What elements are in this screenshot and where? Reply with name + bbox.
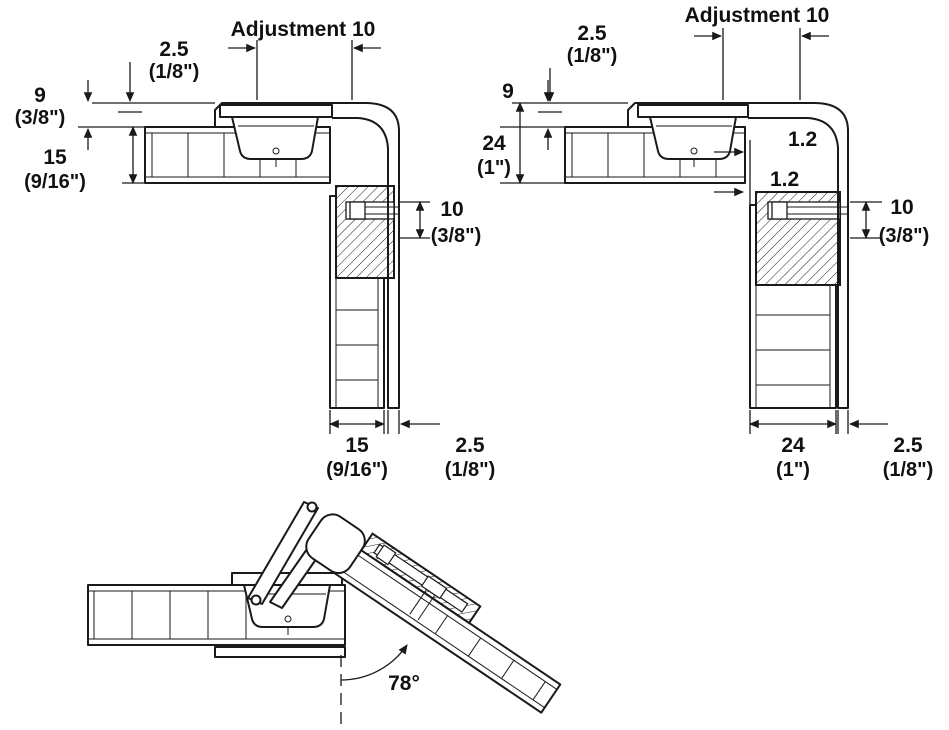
mounting-plate [359,532,482,625]
door-edge-cap [305,513,366,574]
dim-plate-offset-unit: (3/8") [879,225,930,247]
hinge-cup [637,104,749,167]
dim-gap-top-unit: (1/8") [567,45,618,67]
dim-reveal-top-value: 1.2 [788,128,817,151]
dim-overlay: 9 [500,80,565,150]
dim-gap-top: 2.5 (1/8") [92,38,215,113]
dim-side-thickness-unit: (9/16") [24,171,86,193]
dim-depth-unit: (1") [477,157,511,179]
dim-side-thickness: 15 (9/16") [24,126,145,193]
corner-profile [627,102,849,409]
dim-gap-bottom-value: 2.5 [455,434,485,457]
open-position-view: 78° [87,501,562,728]
dim-overlay: 9 (3/8") [15,80,145,150]
dim-adjustment: Adjustment 10 [685,4,830,100]
dim-gap-top-value: 2.5 [577,22,607,45]
dim-side-thickness-value: 15 [43,146,67,169]
dim-gap-bottom-value: 2.5 [893,434,923,457]
right-cross-section: Adjustment 10 2.5 (1/8") 9 24 (1") 1.2 [477,4,933,481]
dim-overlay-value: 9 [502,80,514,103]
dim-plate-offset-value: 10 [890,196,913,219]
dim-overlay-unit: (3/8") [15,107,66,129]
dim-door-thickness-value: 24 [781,434,805,457]
dim-adjustment-label: Adjustment 10 [231,18,376,41]
dim-gap-top-unit: (1/8") [149,61,200,83]
dim-plate-offset-unit: (3/8") [431,225,482,247]
dim-gap-bottom: 2.5 (1/8") [387,410,496,481]
dim-overlay-value: 9 [34,84,46,107]
hinge-cup [219,104,333,167]
dim-door-thickness-unit: (9/16") [326,459,388,481]
dim-gap-bottom: 2.5 (1/8") [837,410,934,481]
dim-gap-bottom-unit: (1/8") [883,459,934,481]
dim-adjustment: Adjustment 10 [228,18,381,100]
dim-door-thickness: 15 (9/16") [326,410,388,481]
corner-profile [214,102,400,409]
dim-adjustment-label: Adjustment 10 [685,4,830,27]
mounting-plate [335,185,399,279]
dim-gap-top: 2.5 (1/8") [512,22,628,113]
dim-door-thickness: 24 (1") [749,410,837,481]
dim-opening-angle: 78° [340,644,420,728]
open-door [305,513,562,714]
panel-edge-strip [214,646,346,658]
dim-opening-angle-value: 78° [388,672,420,695]
dim-depth: 24 (1") [477,102,565,184]
dim-reveal-top: 1.2 [714,127,817,205]
dim-depth-value: 24 [482,132,506,155]
dim-gap-top-value: 2.5 [159,38,189,61]
left-cross-section: Adjustment 10 2.5 (1/8") 9 (3/8") 15 (9/… [15,18,496,481]
dim-reveal-bottom: 1.2 [714,168,799,197]
dim-door-thickness-value: 15 [345,434,369,457]
dim-plate-offset: 10 (3/8") [850,196,929,247]
dim-gap-bottom-unit: (1/8") [445,459,496,481]
dim-door-thickness-unit: (1") [776,459,810,481]
fixing-screw [409,575,448,621]
dim-plate-offset: 10 (3/8") [398,198,481,247]
dim-plate-offset-value: 10 [440,198,463,221]
dim-reveal-bottom-value: 1.2 [770,168,799,191]
mounting-plate [755,191,848,286]
